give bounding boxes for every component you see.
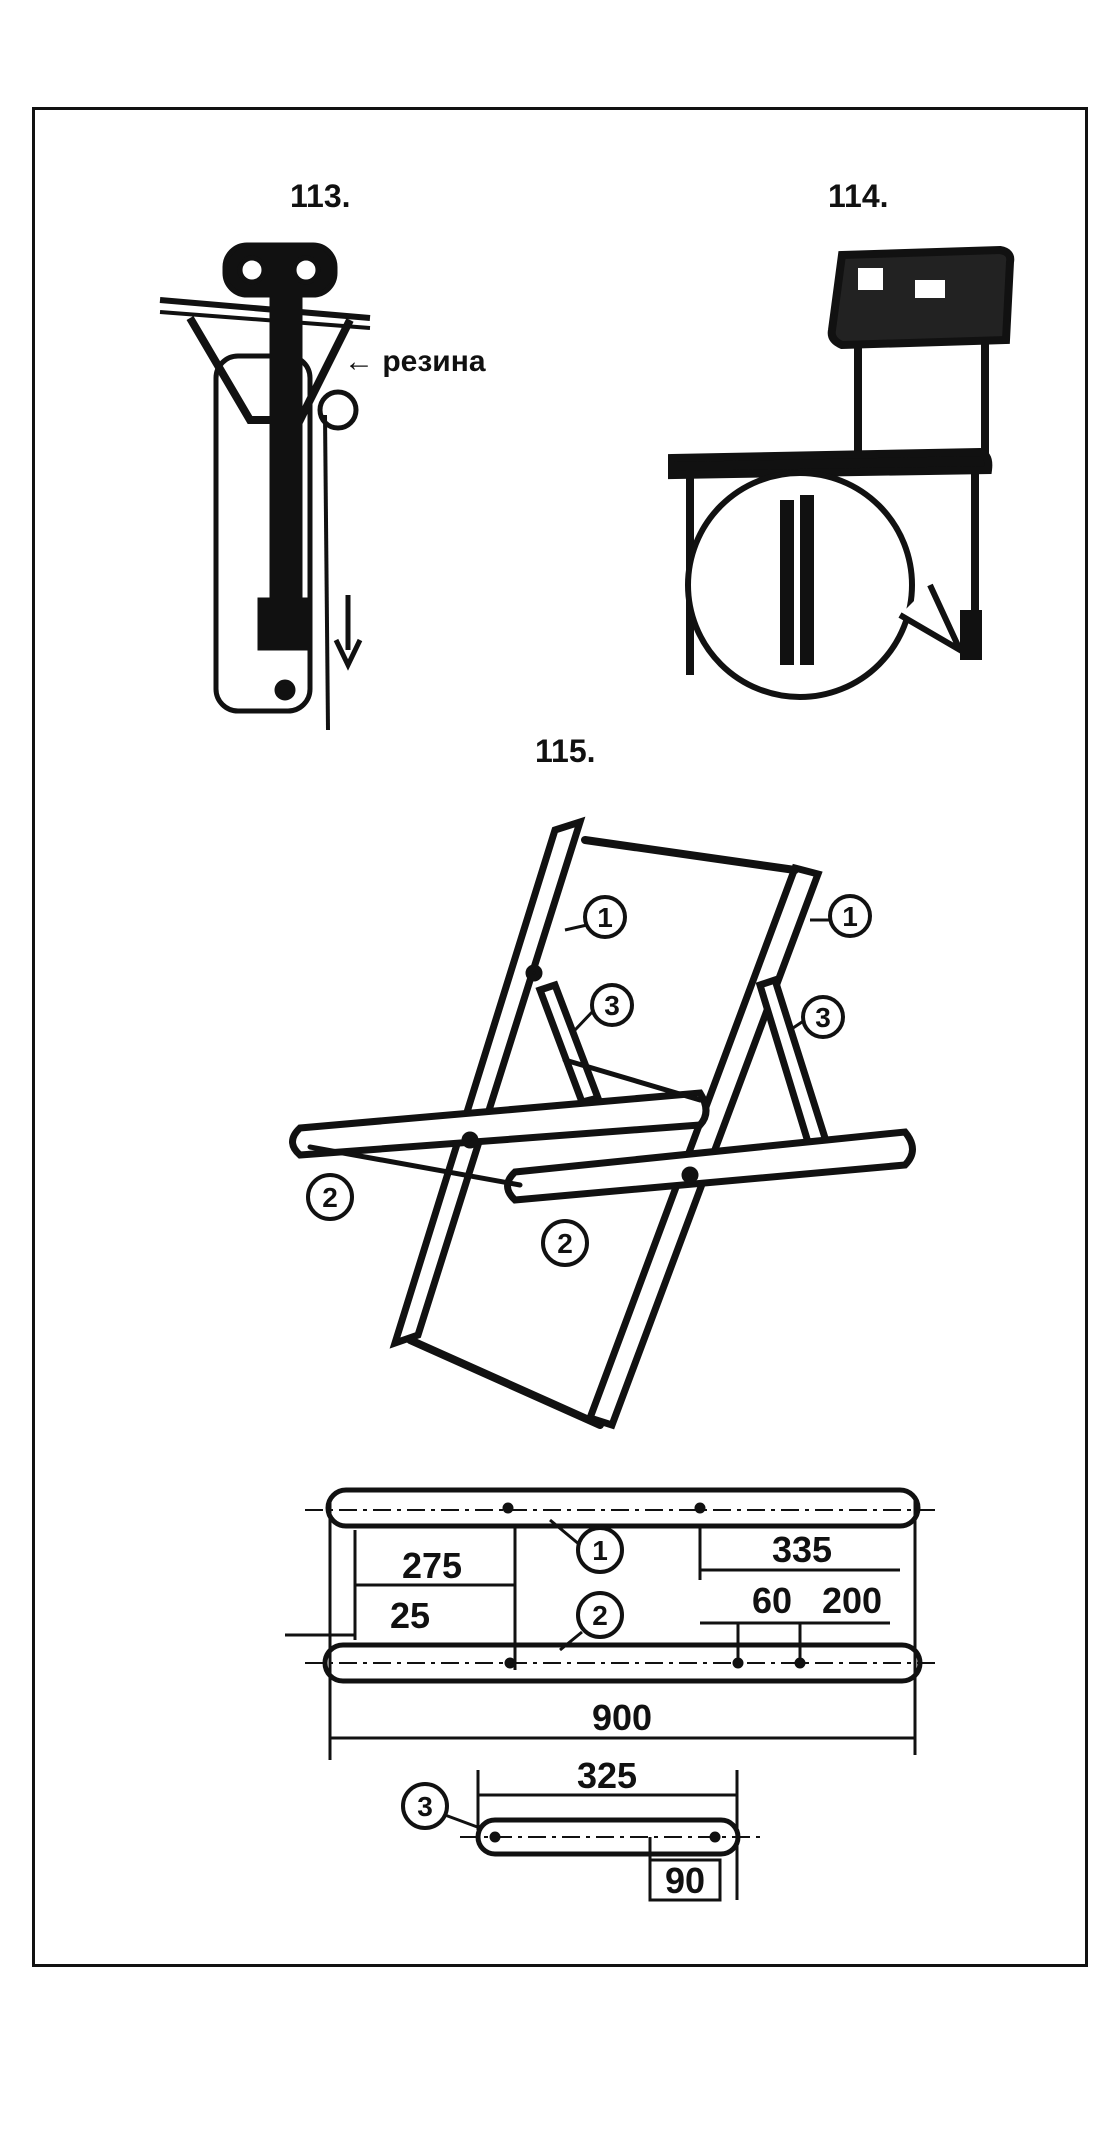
callout-2-right [541, 1219, 589, 1267]
callout-2-left [306, 1173, 354, 1221]
callout-3-left-text: 3 [604, 990, 620, 1021]
callout-2-right-text: 2 [557, 1228, 573, 1259]
rubber-note: ← резина [344, 345, 486, 378]
callout-1-left [583, 895, 627, 939]
callout-2-left-text: 2 [322, 1182, 338, 1213]
figure-114-label: 114. [828, 178, 889, 214]
callout-1-right [828, 894, 872, 938]
figure-114-chair [668, 245, 1015, 700]
drawing-callout-1-text: 1 [592, 1535, 608, 1566]
dim-275: 275 [402, 1545, 462, 1586]
callout-3-right-text: 3 [815, 1002, 831, 1033]
dim-325: 325 [577, 1755, 637, 1796]
figure-113-label: 113. [290, 178, 351, 214]
drawing-callout-2 [576, 1591, 624, 1639]
dim-90: 90 [665, 1860, 705, 1901]
dim-900: 900 [592, 1697, 652, 1738]
callout-1-right-text: 1 [842, 901, 858, 932]
drawing-callout-3-text: 3 [417, 1791, 433, 1822]
callout-3-right [801, 995, 845, 1039]
figure-115-callouts: 1 1 3 3 2 2 [306, 894, 872, 1267]
figure-113-mechanism [159, 242, 371, 731]
page-frame [32, 107, 1088, 1967]
drawing-callout-3 [401, 1782, 449, 1830]
callout-1-left-text: 1 [597, 902, 613, 933]
drawing-callout-1 [576, 1526, 624, 1574]
dim-25: 25 [390, 1595, 430, 1636]
dim-60: 60 [752, 1580, 792, 1621]
technical-drawing [285, 1487, 940, 1902]
figure-115-folding-chair [289, 816, 916, 1430]
drawing-callout-2-text: 2 [592, 1600, 608, 1631]
figure-115-label: 115. [535, 733, 596, 769]
dim-200: 200 [822, 1580, 882, 1621]
dim-335: 335 [772, 1529, 832, 1570]
callout-3-left [590, 983, 634, 1027]
